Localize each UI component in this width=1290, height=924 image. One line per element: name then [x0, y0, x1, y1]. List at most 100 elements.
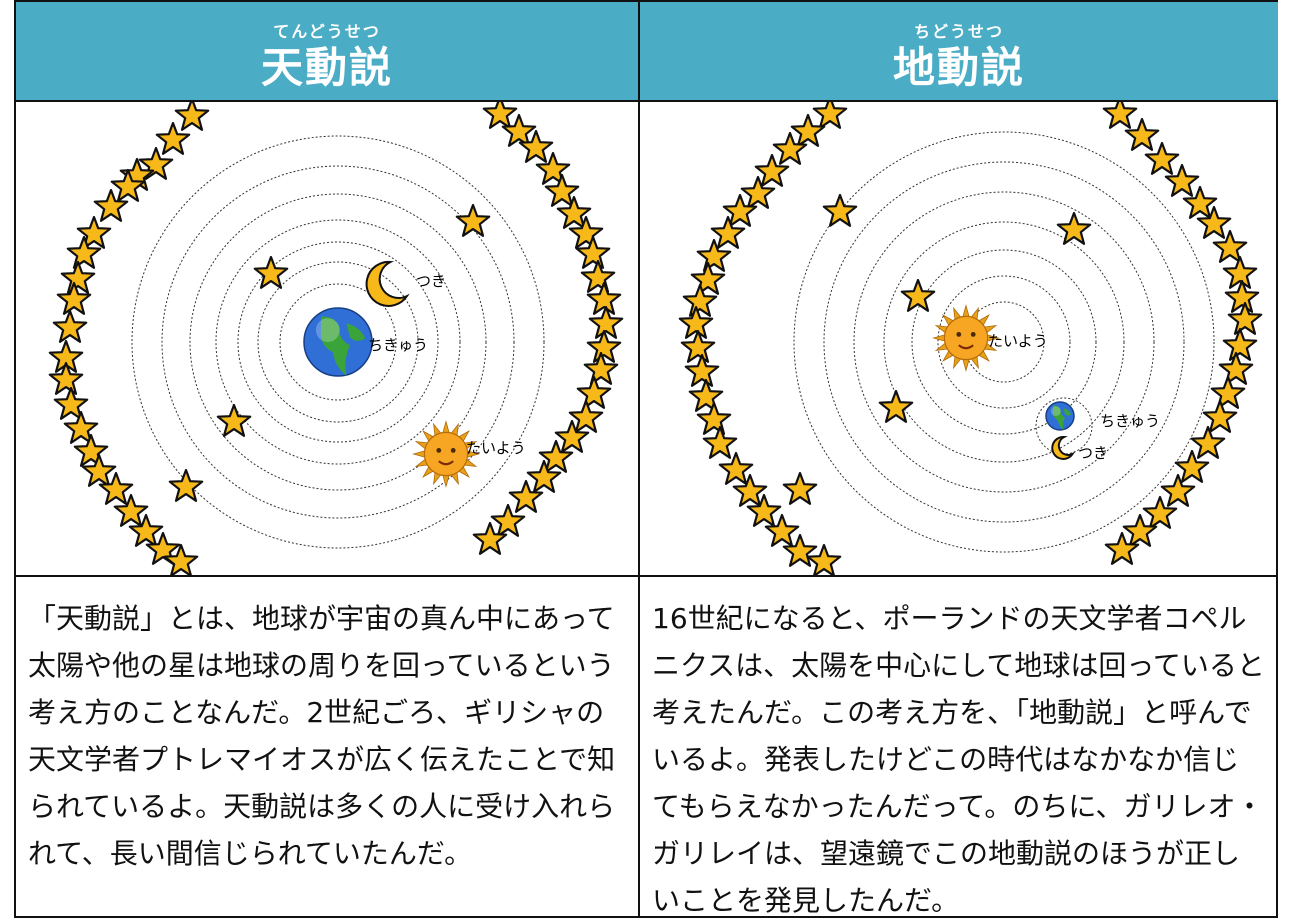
star-icon — [1142, 495, 1178, 529]
star-icon — [1190, 425, 1226, 459]
geocentric-title: 天動説 — [260, 43, 393, 92]
sun-eye — [956, 332, 962, 337]
sun-icon — [412, 420, 480, 488]
heliocentric-title: 地動説 — [892, 43, 1025, 92]
earth-land — [1052, 405, 1065, 430]
earth-land — [320, 316, 350, 376]
earth-highlight — [1050, 406, 1061, 416]
star-icon — [1174, 449, 1210, 483]
star-icon — [696, 401, 732, 435]
orbit-ring — [131, 135, 545, 549]
sun-face — [423, 431, 469, 477]
star-icon — [586, 329, 622, 363]
star-icon — [56, 281, 92, 315]
star-icon — [1124, 117, 1160, 151]
star-icon — [772, 131, 808, 165]
orbit-ring — [793, 131, 1215, 553]
star-icon — [710, 215, 746, 249]
geocentric-header: てんどうせつ 天動説 — [16, 2, 638, 102]
star-icon — [1122, 513, 1158, 547]
heliocentric-column: ちどうせつ 地動説 たいよう ちきゅう つき 16世紀になると、ポーランドの天文… — [638, 2, 1278, 917]
star-icon — [518, 129, 554, 163]
star-icon — [538, 439, 574, 473]
star-icon — [508, 479, 544, 513]
star-icon — [688, 378, 724, 412]
star-icon — [1056, 211, 1092, 245]
geocentric-paragraph: 「天動説」とは、地球が宇宙の真ん中にあって太陽や他の星は地球の周りを回っていると… — [28, 602, 616, 870]
star-icon — [535, 151, 571, 185]
star-icon — [702, 425, 738, 459]
star-icon — [482, 102, 518, 129]
star-icon — [1164, 163, 1200, 197]
star-icon — [690, 261, 726, 295]
star-icon — [52, 309, 88, 343]
star-icon — [782, 533, 818, 567]
star-icon — [678, 305, 714, 339]
star-icon — [93, 188, 129, 222]
geocentric-orbit-svg — [48, 102, 624, 575]
star-icon — [1222, 255, 1258, 289]
earth-highlight — [315, 318, 340, 342]
orbit-ring — [911, 249, 1097, 435]
sun-face — [943, 315, 989, 361]
heliocentric-title-ruby: ちどうせつ — [913, 22, 1004, 41]
star-icon — [145, 531, 181, 565]
sun-eye — [970, 332, 976, 337]
star-icon — [73, 433, 109, 467]
star-icon — [740, 175, 776, 209]
star-icon — [163, 543, 199, 575]
star-icon — [81, 453, 117, 487]
star-icon — [66, 235, 102, 269]
star-icon — [568, 399, 604, 433]
sun-icon — [932, 304, 1000, 372]
orbit-ring — [853, 191, 1155, 493]
earth-label: ちきゅう — [1100, 412, 1161, 430]
star-icon — [576, 375, 612, 409]
star-icon — [48, 361, 84, 395]
heliocentric-description: 16世紀になると、ポーランドの天文学者コペルニクスは、太陽を中心にして地球は回っ… — [640, 577, 1278, 924]
star-icon — [472, 521, 508, 555]
earth-land — [346, 323, 366, 341]
star-icon — [680, 329, 716, 363]
star-icon — [782, 471, 818, 505]
heliocentric-paragraph: 16世紀になると、ポーランドの天文学者コペルニクスは、太陽を中心にして地球は回っ… — [652, 602, 1265, 917]
star-icon — [455, 203, 491, 237]
star-icon — [1222, 327, 1258, 361]
sun-label: たいよう — [466, 439, 526, 457]
moon-orbit-ring — [1035, 397, 1093, 455]
orbit-ring — [237, 241, 439, 443]
star-icon — [1182, 185, 1218, 219]
star-icon — [113, 493, 149, 527]
geocentric-title-ruby: てんどうせつ — [273, 22, 381, 41]
earth-land — [1063, 408, 1072, 416]
star-icon — [1202, 399, 1238, 433]
star-icon — [575, 235, 611, 269]
star-icon — [1196, 205, 1232, 239]
star-icon — [1227, 301, 1263, 335]
star-icon — [76, 215, 112, 249]
star-icon — [900, 278, 936, 312]
star-icon — [490, 503, 526, 537]
earth-label: ちきゅう — [368, 336, 429, 354]
star-icon — [98, 471, 134, 505]
star-icon — [812, 102, 848, 129]
star-icon — [1210, 375, 1246, 409]
sun-label: たいよう — [988, 332, 1048, 350]
star-icon — [168, 468, 204, 502]
star-icon — [580, 259, 616, 293]
orbit-ring — [257, 261, 419, 423]
geocentric-description: 「天動説」とは、地球が宇宙の真ん中にあって太陽や他の星は地球の周りを回っていると… — [16, 577, 638, 877]
star-icon — [822, 193, 858, 227]
heliocentric-orbit-svg — [678, 102, 1263, 575]
star-icon — [554, 419, 590, 453]
star-icon — [1144, 141, 1180, 175]
star-icon — [63, 410, 99, 444]
geocentric-diagram: つき ちきゅう たいよう — [16, 102, 638, 577]
star-icon — [174, 102, 210, 131]
star-icon — [696, 238, 732, 272]
star-icon — [1160, 473, 1196, 507]
star-icon — [754, 153, 790, 187]
star-icon — [253, 255, 289, 289]
moon-label: つき — [416, 272, 447, 290]
star-icon — [588, 305, 624, 339]
